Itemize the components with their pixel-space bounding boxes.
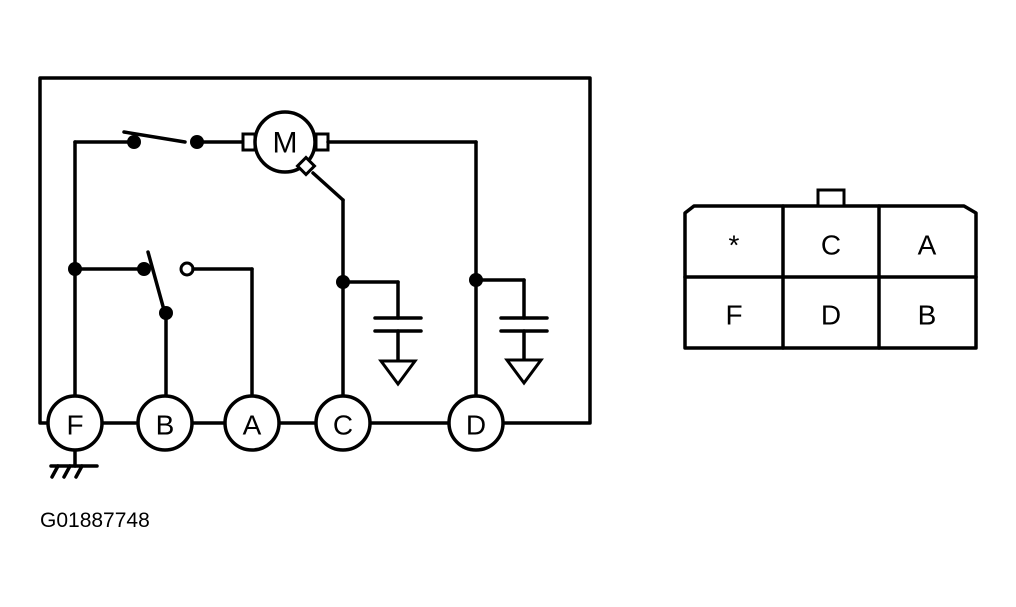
capacitor-ground-d: [499, 278, 549, 386]
terminal-d: D: [447, 394, 505, 452]
wire-d-circuit: [326, 140, 526, 398]
chassis-ground-symbol: [49, 448, 99, 479]
connector-cell-a: A: [918, 230, 937, 261]
wire-c-circuit: [311, 171, 400, 398]
capacitor-ground-c: [373, 280, 423, 387]
terminal-b-label: B: [156, 410, 175, 441]
housing-outline: [38, 76, 592, 425]
terminal-f: F: [46, 394, 104, 452]
connector-cell-b: B: [918, 300, 937, 331]
connector-cell-asterisk: *: [729, 230, 740, 261]
terminal-a: A: [223, 394, 281, 452]
connector-cell-f: F: [725, 300, 742, 331]
terminal-c-label: C: [333, 410, 353, 441]
motor: M: [241, 110, 330, 177]
terminal-d-label: D: [466, 410, 486, 441]
motor-label: M: [273, 127, 298, 160]
figure-code: G01887748: [40, 509, 150, 532]
terminal-a-label: A: [243, 410, 262, 441]
terminal-b: B: [136, 394, 194, 452]
connector-cell-c: C: [821, 230, 841, 261]
top-switch: [122, 130, 245, 149]
terminal-f-label: F: [66, 410, 83, 441]
park-switch: [68, 250, 254, 398]
connector-cell-d: D: [821, 300, 841, 331]
terminal-c: C: [314, 394, 372, 452]
connector-face-view: * C A F D B: [683, 188, 978, 350]
wire-f-circuit: [73, 140, 146, 398]
